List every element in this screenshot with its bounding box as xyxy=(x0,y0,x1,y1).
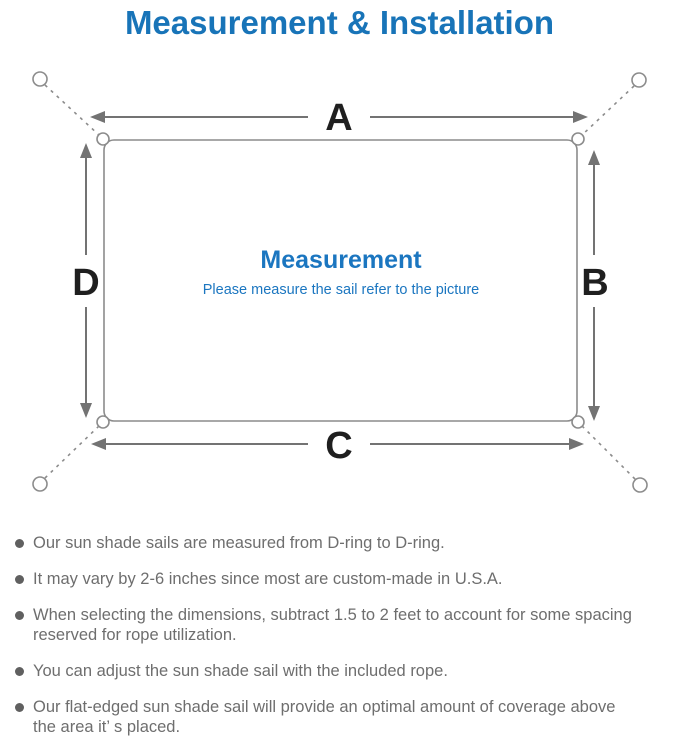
rope-dashed-line-bottom-left xyxy=(44,424,101,479)
bullet-icon xyxy=(15,538,24,548)
notes-list: Our sun shade sails are measured from D-… xyxy=(8,533,673,739)
d-ring-icon-bottom-right xyxy=(571,415,585,429)
dimension-label-d: D xyxy=(72,262,99,304)
dimension-a-arrow xyxy=(90,111,588,123)
dimension-b-arrow xyxy=(588,150,600,421)
arrow-up-icon xyxy=(588,150,600,165)
dimension-label-b: B xyxy=(581,262,608,304)
list-item: When selecting the dimensions, subtract … xyxy=(8,605,673,645)
bullet-text: You can adjust the sun shade sail with t… xyxy=(33,662,448,680)
arrow-down-icon xyxy=(80,403,92,418)
page-title: Measurement & Installation xyxy=(124,4,555,41)
list-item: You can adjust the sun shade sail with t… xyxy=(8,661,673,681)
bullet-text: When selecting the dimensions, subtract … xyxy=(33,606,632,624)
list-item: It may vary by 2-6 inches since most are… xyxy=(8,569,673,589)
anchor-ring-icon-bottom-left xyxy=(32,476,48,492)
anchor-ring-icon-top-left xyxy=(32,71,48,87)
dimension-label-a: A xyxy=(325,97,352,139)
measurement-diagram: A C D B Measurement Please measure the s… xyxy=(32,71,648,493)
dimension-label-c: C xyxy=(325,425,352,467)
anchor-ring-icon-bottom-right xyxy=(632,477,648,493)
rope-dashed-line-bottom-right xyxy=(580,424,636,480)
bullet-text: Our flat-edged sun shade sail will provi… xyxy=(33,698,616,716)
arrow-up-icon xyxy=(80,143,92,158)
diagram-center-heading: Measurement xyxy=(260,246,422,274)
arrow-down-icon xyxy=(588,406,600,421)
rope-dashed-line-top-right xyxy=(580,85,635,137)
rope-dashed-line-top-left xyxy=(44,84,101,137)
anchor-ring-icon-top-right xyxy=(631,72,647,88)
bullet-icon xyxy=(15,610,24,620)
arrow-left-icon xyxy=(90,111,105,123)
d-ring-icon-top-right xyxy=(571,132,585,146)
sail-outline xyxy=(103,139,578,422)
bullet-text: the area it’ s placed. xyxy=(33,718,181,736)
dimension-d-arrow xyxy=(80,143,92,418)
d-ring-icon-top-left xyxy=(96,132,110,146)
diagram-center-subheading: Please measure the sail refer to the pic… xyxy=(203,282,479,298)
bullet-text: Our sun shade sails are measured from D-… xyxy=(33,534,445,552)
arrow-right-icon xyxy=(569,438,584,450)
bullet-text: It may vary by 2-6 inches since most are… xyxy=(33,570,503,588)
arrow-right-icon xyxy=(573,111,588,123)
dimension-c-arrow xyxy=(91,438,584,450)
list-item: Our flat-edged sun shade sail will provi… xyxy=(8,697,673,737)
d-ring-icon-bottom-left xyxy=(96,415,110,429)
bullet-icon xyxy=(15,574,24,584)
bullet-text: reserved for rope utilization. xyxy=(33,626,237,644)
arrow-left-icon xyxy=(91,438,106,450)
bullet-icon xyxy=(15,666,24,676)
list-item: Our sun shade sails are measured from D-… xyxy=(8,533,673,553)
bullet-icon xyxy=(15,702,24,712)
